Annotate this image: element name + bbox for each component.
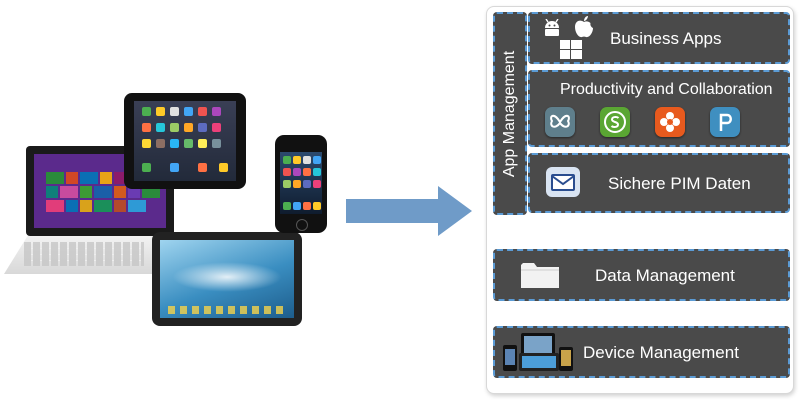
- iphone-image: [275, 135, 327, 233]
- business-apps-bar: Business Apps: [528, 12, 790, 64]
- app-management-label-bar: App Management: [493, 12, 527, 215]
- android-tablet-image: [152, 232, 302, 326]
- app-management-label: App Management: [501, 50, 518, 177]
- devices-icon: [503, 333, 573, 371]
- productivity-collaboration-label: Productivity and Collaboration: [560, 81, 773, 98]
- right-arrow-icon: [346, 186, 472, 236]
- windows-icon: [560, 40, 582, 59]
- s-app-icon: [600, 107, 630, 137]
- secure-pim-data-label: Sichere PIM Daten: [608, 174, 751, 193]
- device-management-label: Device Management: [583, 343, 739, 362]
- device-management-bar: Device Management: [493, 326, 790, 378]
- ipad-image: [124, 93, 246, 189]
- flower-app-icon: [655, 107, 685, 137]
- p-app-icon: [710, 107, 740, 137]
- butterfly-app-icon: [545, 107, 575, 137]
- productivity-collaboration-bar: Productivity and Collaboration: [528, 70, 790, 147]
- folder-icon: [521, 263, 559, 288]
- device-collage: [0, 80, 327, 330]
- data-management-label: Data Management: [595, 266, 735, 285]
- apple-icon: [575, 16, 593, 38]
- business-apps-label: Business Apps: [610, 29, 722, 48]
- mail-icon: [546, 167, 580, 197]
- data-management-bar: Data Management: [493, 249, 790, 301]
- secure-pim-data-bar: Sichere PIM Daten: [528, 153, 790, 213]
- android-icon: [545, 19, 559, 36]
